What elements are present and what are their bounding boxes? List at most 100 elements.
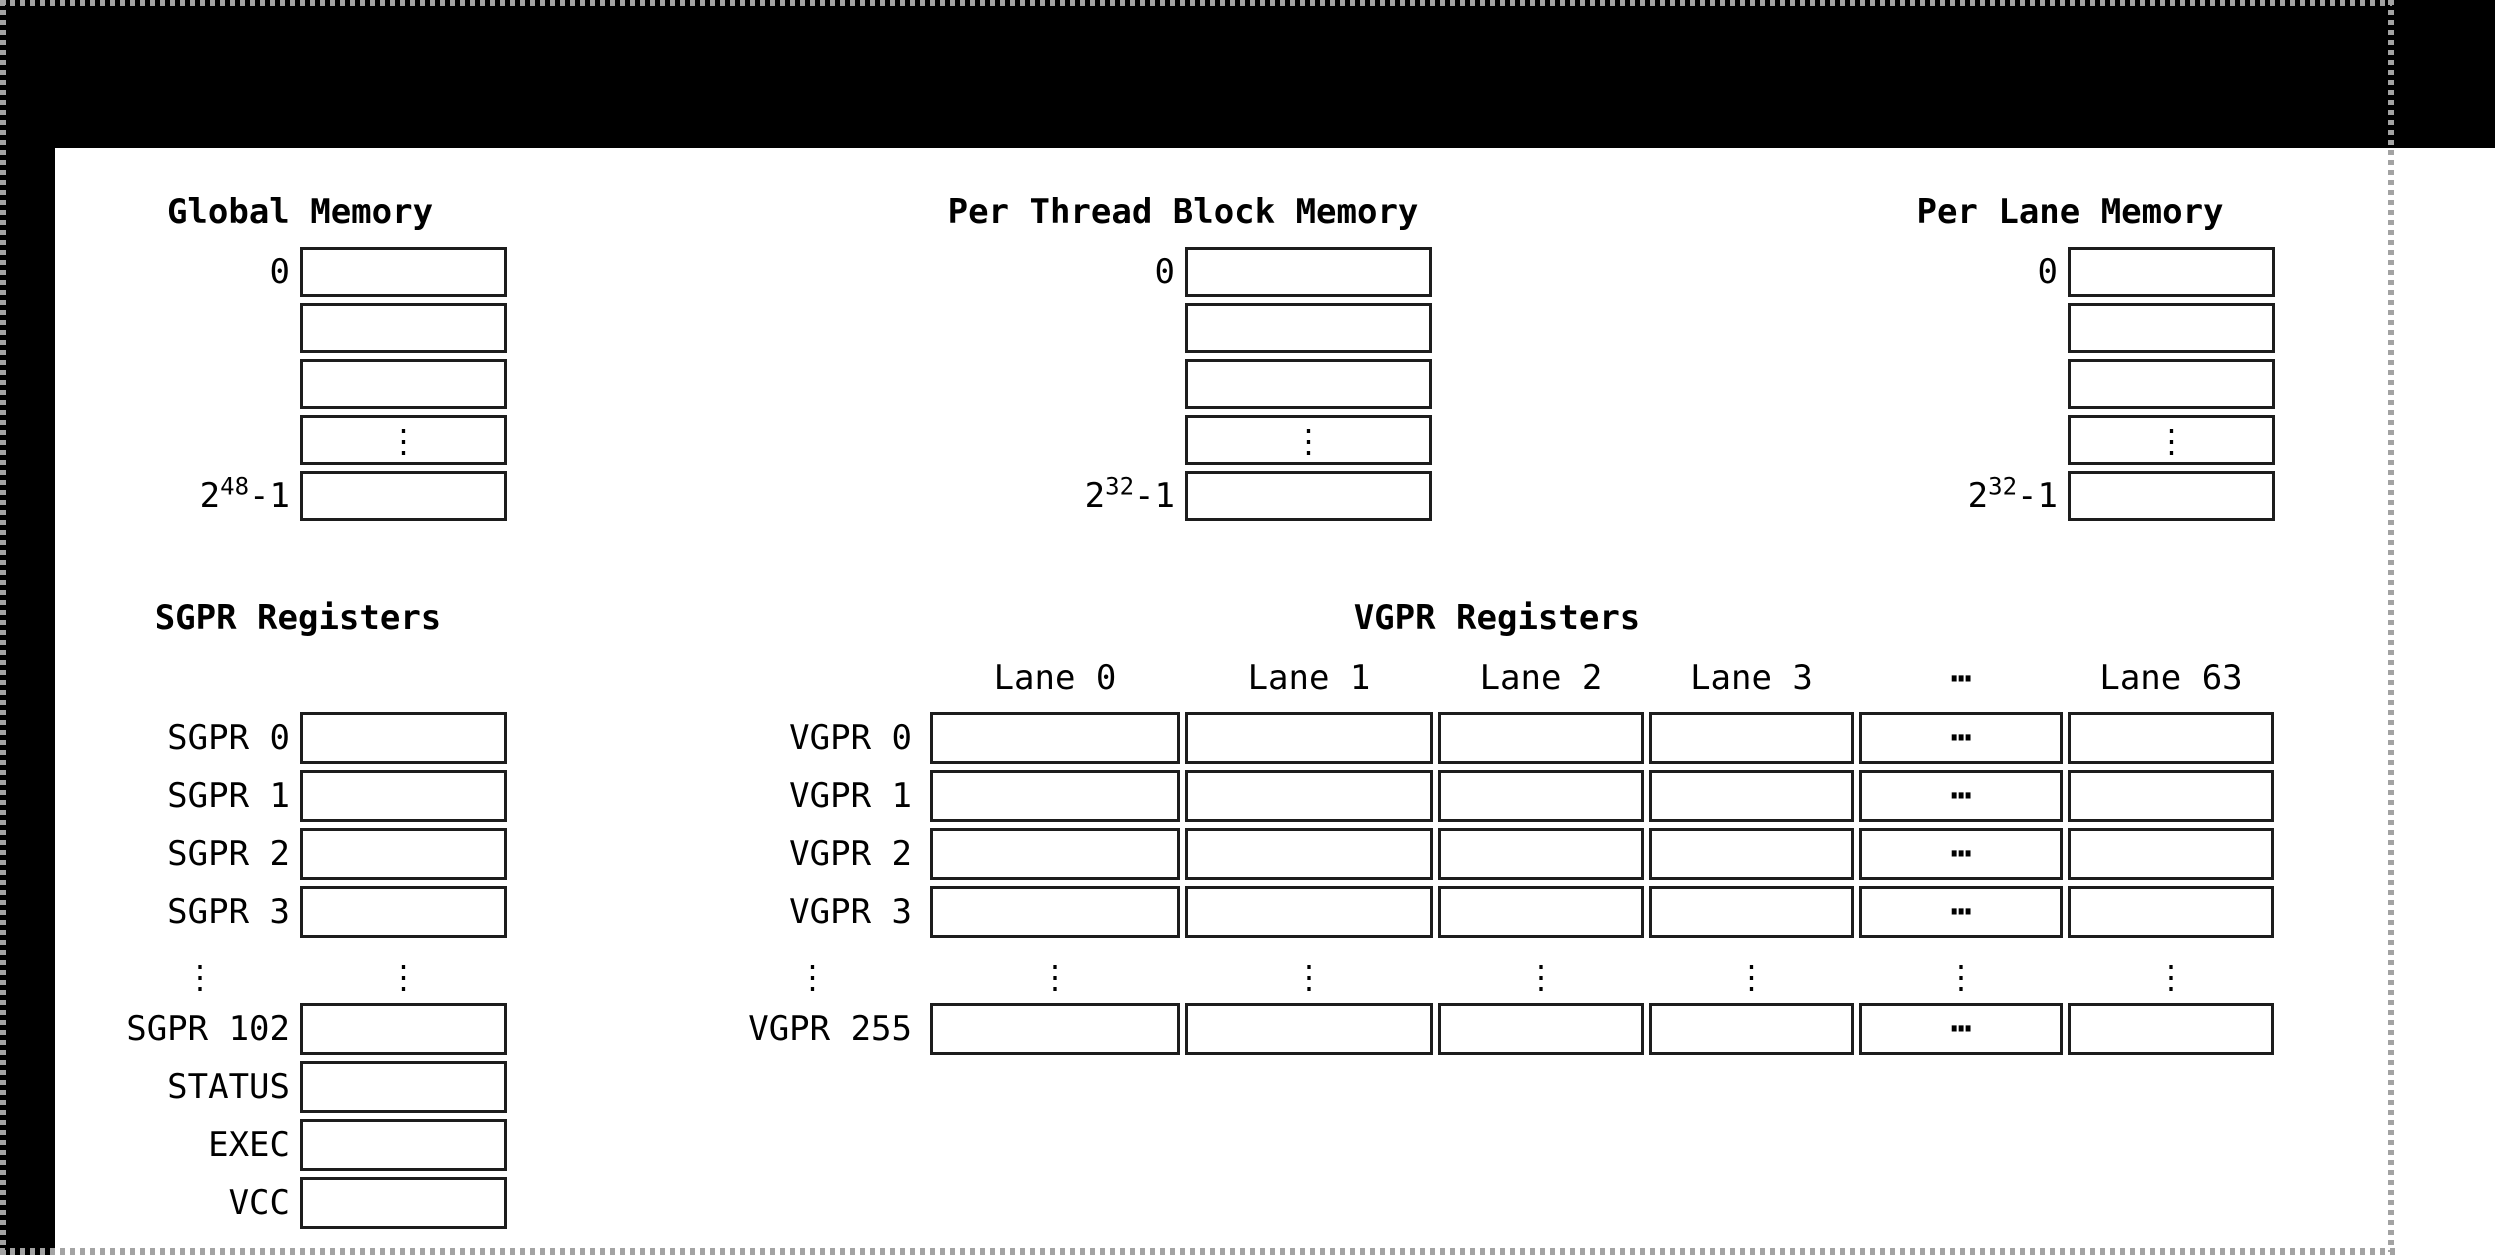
register-row: SGPR 0 (100, 712, 507, 764)
register-cell (1185, 712, 1433, 764)
vgpr-row-3: VGPR 3 ⋯ (700, 886, 2274, 938)
lane-header: Lane 2 (1479, 658, 1603, 698)
register-cell (300, 1061, 507, 1113)
register-cell (2068, 1003, 2274, 1055)
selection-border-bottom (0, 1248, 2395, 1255)
memory-row: 0 (50, 247, 507, 297)
sgpr-rows-top: SGPR 0 SGPR 1 SGPR 2 SGPR 3 (100, 712, 507, 944)
memory-row: ⋮ (50, 415, 507, 465)
register-cell (1438, 886, 1644, 938)
memory-cell (300, 303, 507, 353)
register-label: VCC (228, 1183, 290, 1223)
address-label-zero: 0 (269, 252, 290, 292)
per-lane-memory-title: Per Lane Memory (1916, 192, 2224, 232)
register-cell (2068, 828, 2274, 880)
register-cell (1185, 828, 1433, 880)
vgpr-ellipsis-row: ⋮ ⋮ ⋮ ⋮ ⋮ ⋮ ⋮ (700, 960, 2274, 994)
register-row: STATUS (100, 1061, 507, 1113)
register-cell (300, 1003, 507, 1055)
register-cell (300, 886, 507, 938)
vertical-ellipsis: ⋮ (1525, 958, 1557, 996)
register-label: SGPR 2 (167, 834, 290, 874)
memory-row: ⋮ (935, 415, 1432, 465)
per-thread-block-memory-title: Per Thread Block Memory (947, 192, 1419, 232)
register-row: VCC (100, 1177, 507, 1229)
left-black-strip (0, 0, 55, 1255)
register-cell (1649, 886, 1854, 938)
vgpr-row-1: VGPR 1 ⋯ (700, 770, 2274, 822)
memory-row: ⋮ (1818, 415, 2275, 465)
register-label: SGPR 1 (167, 776, 290, 816)
register-cell (1438, 1003, 1644, 1055)
register-cell (1649, 828, 1854, 880)
register-cell (930, 1003, 1180, 1055)
ellipsis-cell: ⋯ (1859, 770, 2063, 822)
register-row: EXEC (100, 1119, 507, 1171)
register-cell (930, 886, 1180, 938)
register-cell (1185, 886, 1433, 938)
selection-border-right (2388, 0, 2394, 1252)
memory-cell (1185, 471, 1432, 521)
vgpr-row-0: VGPR 0 ⋯ (700, 712, 2274, 764)
per-thread-block-memory-stack: 0 ⋮ 232-1 (935, 247, 1432, 527)
vertical-ellipsis: ⋮ (387, 958, 420, 996)
memory-cell (2068, 303, 2275, 353)
memory-ellipsis-cell: ⋮ (2068, 415, 2275, 465)
ellipsis-cell: ⋯ (1859, 828, 2063, 880)
memory-cell (300, 247, 507, 297)
lane-header: Lane 63 (2099, 658, 2243, 698)
register-cell (2068, 770, 2274, 822)
memory-cell (300, 471, 507, 521)
memory-cell (1185, 359, 1432, 409)
sgpr-ellipsis-row: ⋮ ⋮ (100, 960, 507, 994)
sgpr-registers-title: SGPR Registers (154, 598, 442, 638)
register-cell (1438, 828, 1644, 880)
register-cell (1185, 770, 1433, 822)
register-label: VGPR 2 (789, 834, 912, 874)
memory-row: 0 (935, 247, 1432, 297)
register-row: SGPR 1 (100, 770, 507, 822)
register-cell (930, 828, 1180, 880)
register-label: SGPR 102 (126, 1009, 290, 1049)
register-cell (930, 712, 1180, 764)
memory-row (935, 359, 1432, 409)
ellipsis-cell: ⋯ (1859, 1003, 2063, 1055)
register-label: EXEC (208, 1125, 290, 1165)
per-lane-memory-stack: 0 ⋮ 232-1 (1818, 247, 2275, 527)
memory-ellipsis-cell: ⋮ (1185, 415, 1432, 465)
register-label: VGPR 3 (789, 892, 912, 932)
ellipsis-cell: ⋯ (1859, 712, 2063, 764)
sgpr-rows-bottom: SGPR 102 STATUS EXEC VCC (100, 1003, 507, 1235)
register-label: SGPR 3 (167, 892, 290, 932)
register-label: VGPR 255 (748, 1009, 912, 1049)
memory-cell (1185, 303, 1432, 353)
vertical-ellipsis: ⋮ (1293, 958, 1325, 996)
memory-cell (2068, 247, 2275, 297)
address-label-max: 232-1 (1967, 472, 2058, 516)
memory-row (50, 303, 507, 353)
register-cell (1649, 1003, 1854, 1055)
memory-ellipsis-cell: ⋮ (300, 415, 507, 465)
vgpr-registers-title: VGPR Registers (1353, 598, 1641, 638)
memory-row: 232-1 (935, 471, 1432, 521)
vertical-ellipsis: ⋮ (1735, 958, 1768, 996)
vertical-ellipsis: ⋮ (796, 958, 829, 996)
address-label-zero: 0 (2037, 252, 2058, 292)
register-cell (2068, 712, 2274, 764)
memory-cell (2068, 359, 2275, 409)
memory-row (1818, 359, 2275, 409)
memory-row (1818, 303, 2275, 353)
address-label-zero: 0 (1154, 252, 1175, 292)
register-cell (930, 770, 1180, 822)
register-label: VGPR 1 (789, 776, 912, 816)
register-cell (300, 828, 507, 880)
register-cell (1649, 770, 1854, 822)
vertical-ellipsis: ⋮ (1945, 958, 1977, 996)
global-memory-title: Global Memory (166, 192, 434, 232)
ellipsis-cell: ⋯ (1859, 886, 2063, 938)
register-label: SGPR 0 (167, 718, 290, 758)
register-cell (1438, 770, 1644, 822)
vgpr-row-255: VGPR 255 ⋯ (700, 1003, 2274, 1055)
register-row: SGPR 102 (100, 1003, 507, 1055)
lane-header: Lane 0 (993, 658, 1117, 698)
